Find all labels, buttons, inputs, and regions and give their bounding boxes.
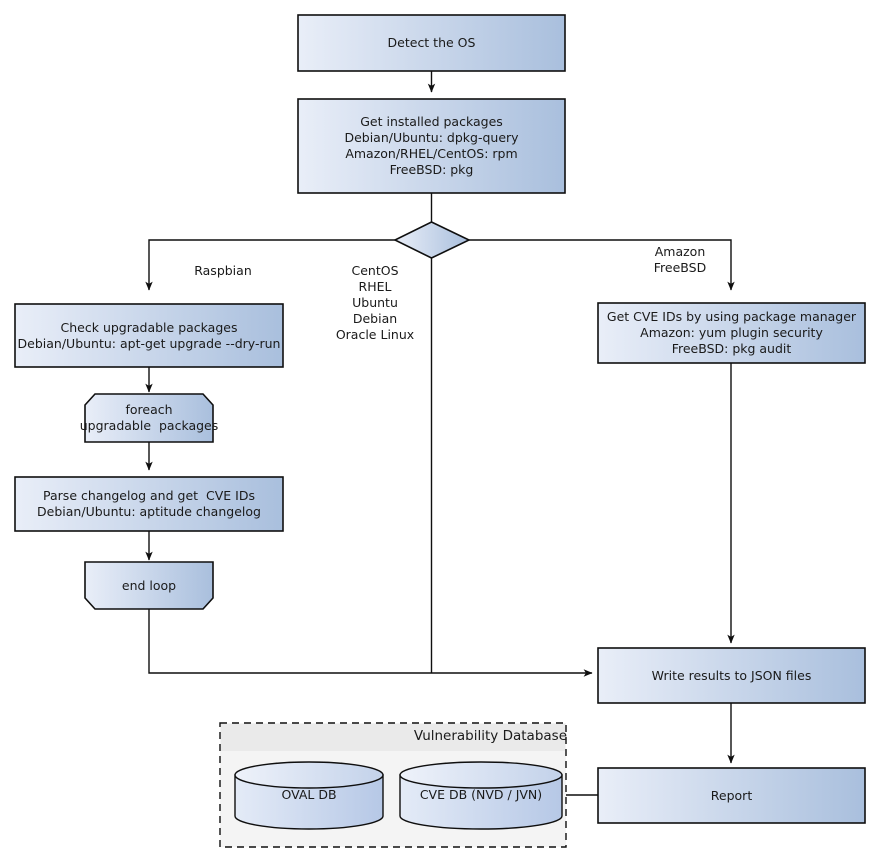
node-get-cve-ids-shape xyxy=(597,302,866,364)
node-detect-os-shape xyxy=(297,14,566,72)
cylinder-cve-db-shape xyxy=(399,761,563,830)
edge-endloop-to-write xyxy=(148,609,593,677)
edge-label-amazon-freebsd: Amazon FreeBSD xyxy=(653,244,707,275)
node-report-shape xyxy=(597,767,866,824)
edge-label-center-distros: CentOS RHEL Ubuntu Debian Oracle Linux xyxy=(335,263,415,342)
node-end-loop-shape xyxy=(84,561,214,610)
node-check-upgradable-shape xyxy=(14,303,284,368)
cylinder-oval-db-shape xyxy=(234,761,384,830)
edge-label-raspbian: Raspbian xyxy=(194,263,252,278)
node-foreach-shape xyxy=(84,393,214,443)
edge-decision-right xyxy=(469,239,735,291)
node-get-installed-shape xyxy=(297,98,566,194)
edge-decision-left xyxy=(145,239,395,291)
node-decision-shape xyxy=(393,221,471,259)
vulnerability-database-title: Vulnerability Database xyxy=(413,728,567,744)
node-write-results-shape xyxy=(597,647,866,704)
node-parse-changelog-shape xyxy=(14,476,284,532)
